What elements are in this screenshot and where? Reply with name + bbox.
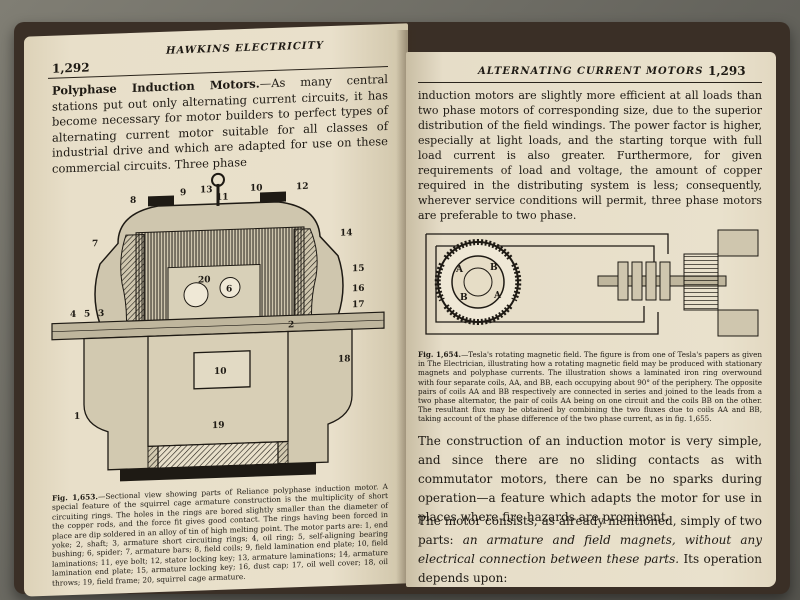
right-paragraph-2-end: Its operation depends upon: <box>418 552 762 585</box>
right-figure-caption-label: Fig. 1,654. <box>418 350 462 359</box>
callout-5: 5 <box>84 309 90 319</box>
right-page-number: 1,293 <box>708 64 746 78</box>
tesla-field-figure: A A B B <box>425 229 759 337</box>
left-page-number: 1,292 <box>52 60 90 76</box>
right-head-rule <box>418 82 762 83</box>
callout-6: 6 <box>226 284 232 294</box>
callout-4: 4 <box>70 310 76 320</box>
callout-8: 8 <box>130 196 136 206</box>
callout-20: 20 <box>198 275 211 285</box>
callout-10: 10 <box>250 183 263 193</box>
left-running-head: HAWKINS ELECTRICITY <box>166 40 325 57</box>
callout-13: 13 <box>200 185 213 195</box>
left-intro-paragraph: Polyphase Induction Motors.—As many cent… <box>52 72 388 177</box>
callout-9: 9 <box>180 188 186 198</box>
callout-14: 14 <box>340 228 353 238</box>
right-figure-caption: Fig. 1,654.—Tesla's rotating magnetic fi… <box>418 350 762 424</box>
callout-7: 7 <box>92 239 98 249</box>
callout-12: 12 <box>296 182 309 192</box>
motor-sectional-figure: 8 9 13 11 10 12 7 14 20 6 15 16 17 4 5 3… <box>51 172 385 482</box>
callout-1: 1 <box>74 412 80 422</box>
callout-11: 11 <box>216 193 229 203</box>
coil-label-b-top: B <box>490 263 498 273</box>
callout-3: 3 <box>98 309 104 319</box>
callout-15: 15 <box>352 264 365 274</box>
right-paragraph-1: The construction of an induction motor i… <box>418 434 762 524</box>
left-figure-caption-text: —Sectional view showing parts of Relianc… <box>52 481 389 588</box>
right-page: ALTERNATING CURRENT MOTORS 1,293 inducti… <box>406 52 776 587</box>
coil-label-a-right: A <box>493 291 502 301</box>
callout-16: 16 <box>352 284 365 294</box>
right-paragraph-2: The motor consists, as already mentioned… <box>418 512 762 587</box>
left-figure-caption: Fig. 1,653.—Sectional view showing parts… <box>52 482 388 588</box>
callout-10b: 10 <box>214 367 227 377</box>
callout-2: 2 <box>288 320 294 330</box>
right-paragraph-2-start: The motor consists, as already mentioned… <box>418 514 762 547</box>
callout-18: 18 <box>338 354 351 364</box>
callout-19: 19 <box>212 421 225 431</box>
right-paragraph-2-italic: an armature and field magnets, without a… <box>418 533 762 566</box>
right-running-head: ALTERNATING CURRENT MOTORS <box>478 66 704 77</box>
callout-17: 17 <box>352 300 365 310</box>
left-page: 1,292 HAWKINS ELECTRICITY Polyphase Indu… <box>24 23 408 597</box>
coil-label-a-left: A <box>455 265 464 275</box>
right-figure-caption-text: —Tesla's rotating magnetic field. The fi… <box>418 350 763 424</box>
right-top-paragraph: induction motors are slightly more effic… <box>418 89 762 222</box>
coil-label-b-bottom: B <box>460 293 468 303</box>
